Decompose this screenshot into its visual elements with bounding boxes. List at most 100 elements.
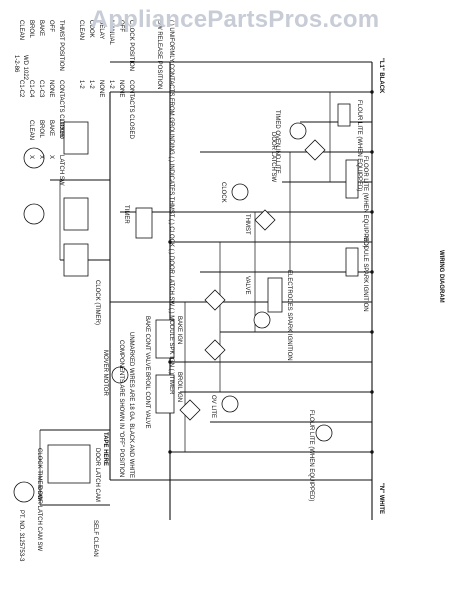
svg-text:C1-C4: C1-C4 [28,80,34,98]
junction-dots [168,90,374,454]
legends: ( ) UNIFORMLY CONTACTS FROM GROUNDING ( … [118,20,174,478]
broil-cont-valve-label: BROIL CONT VALVE [144,372,150,428]
svg-text:CONTACTS CLOSED: CONTACTS CLOSED [128,80,134,140]
valve-label: VALVE [244,276,250,294]
valve-box [267,277,283,313]
revision-code: WD 1022 [22,55,28,81]
svg-text:C1-C3: C1-C3 [38,80,44,98]
thmst-label: THMST [244,214,250,235]
svg-text:OFF: OFF [118,20,124,32]
svg-text:LATCH SW: LATCH SW [58,155,64,186]
svg-text:1-2: 1-2 [88,80,94,89]
thmst-table: THMST POSITION CONTACTS CLOSED OFF NONE … [18,20,64,140]
svg-text:C1-C2: C1-C2 [18,80,24,98]
door-latch-cam-sw-label: DOOR LATCH CAM SW [36,486,42,552]
door-latch-sw-label: DOOR LATCH SW [270,132,276,183]
bake-cont-valve-box [155,319,175,359]
svg-text:CLEAN: CLEAN [78,20,84,40]
svg-text:CLOCK POSITION: CLOCK POSITION [128,20,134,71]
svg-text:1-2: 1-2 [78,80,84,89]
module-spark-box [345,247,359,277]
svg-text:CLEAN: CLEAN [28,120,34,140]
lower-controls [13,92,111,506]
module-connector [23,203,45,225]
svg-text:NONE: NONE [118,80,124,97]
svg-text:THMST POSITION: THMST POSITION [58,20,64,71]
floor-lite-label: FLOOR LITE (WHEN EQUIPPED) [362,156,368,248]
components [47,103,359,484]
door-latch-cam-box [47,444,91,484]
door-latch-cam-label: DOOR LATCH CAM [94,448,100,502]
svg-text:NONE: NONE [48,80,54,97]
svg-text:CONTACTS CLOSED: CONTACTS CLOSED [58,80,64,140]
self-clean-indicator [13,481,35,503]
clock-label: CLOCK [220,182,226,203]
floor-lite-box [345,159,359,199]
tables: CLOCK POSITION CONTACTS CLOSED OFF NONE … [18,20,134,186]
thmst-table-box [63,197,89,231]
svg-text:DELAY: DELAY [98,20,104,39]
ov-lite-label: OV LITE [210,395,216,418]
module-spark-label: MODULE SPARK IGNITION [362,236,368,312]
broil-ign-label: BROIL IGN [176,372,182,402]
clock-motor [231,183,249,201]
diagram-title: WIRING DIAGRAM [438,250,444,303]
ov-lite-lamp [221,395,239,413]
timer-label: TIMER [123,205,129,224]
neutral-connector [315,424,333,442]
part-number: PT. NO. 3125753-3 [18,510,24,562]
svg-text:COOK: COOK [88,20,94,38]
spark-module [253,311,271,329]
unmarked-note: UNMARKED WIRES ARE 18 GA. BLACK AND WHIT… [128,332,134,478]
oven-lite-lamp [289,122,307,140]
flour-lite-label: FLOUR LITE (WHEN EQUIPPED) [356,100,362,191]
self-clean-label: SELF CLEAN [92,520,98,557]
svg-text:X: X [28,155,34,159]
clock-timer-label: CLOCK (TIMER) [94,280,100,325]
flour-lite-right-label: FLOUR LITE (WHEN EQUIPPED) [308,410,314,501]
flour-lite-box [337,103,351,127]
symbols-note: ( ) UNIFORMLY CONTACTS FROM GROUNDING ( … [168,20,174,395]
svg-text:OFF: OFF [48,20,54,32]
thermostat-symbol [254,209,276,231]
svg-text:BROIL: BROIL [28,20,34,39]
svg-text:BAKE: BAKE [48,120,54,136]
svg-text:BAKE: BAKE [38,20,44,36]
l1-label: "L1" BLACK [378,58,384,94]
door-latch-symbol [304,139,326,161]
clock-symbol [204,289,226,311]
electrodes-label: ELECTRODES SPARK IGNITION [286,270,292,361]
clock-timer-sw-label: CLOCK TIMER SW [36,448,42,501]
components-note: COMPONENTS ARE SHOWN IN "OFF" POSITION [118,340,124,477]
clock-timer-motor [23,147,45,169]
svg-text:NONE: NONE [98,80,104,97]
mover-motor-label: MOVER MOTOR [102,350,108,397]
svg-text:MANUAL: MANUAL [108,20,114,46]
module-symbol [204,339,226,361]
door-table: DOOR LATCH SW BAKE X BROIL X CLEAN X [28,120,64,186]
component-labels: FLOUR LITE (WHEN EQUIPPED) FLOOR LITE (W… [36,100,368,557]
broil-cont-valve-box [155,374,175,414]
timer-symbol [179,399,201,421]
svg-text:DOOR: DOOR [58,120,64,139]
clock-table-box [63,121,89,155]
date-code: 1-2-86 [13,55,19,73]
mover-motor [111,366,129,384]
svg-text:X: X [48,155,54,159]
svg-text:X: X [38,155,44,159]
clock-table: CLOCK POSITION CONTACTS CLOSED OFF NONE … [78,20,134,140]
door-table-box [63,243,89,277]
bake-cont-valve-label: BAKE CONT VALVE [144,316,150,371]
svg-text:CLEAN: CLEAN [18,20,24,40]
upper-circuits [110,91,372,481]
svg-text:BROIL: BROIL [38,120,44,139]
n-label: "N" WHITE [378,483,384,514]
switch-note: SW RELEASE POSITION [156,20,162,89]
svg-text:1-2: 1-2 [108,80,114,89]
bake-ign-label: BAKE IGN [176,316,182,344]
timed-oven-label: TIMED OVEN IND LITE [274,110,280,174]
timer-box [135,207,153,239]
